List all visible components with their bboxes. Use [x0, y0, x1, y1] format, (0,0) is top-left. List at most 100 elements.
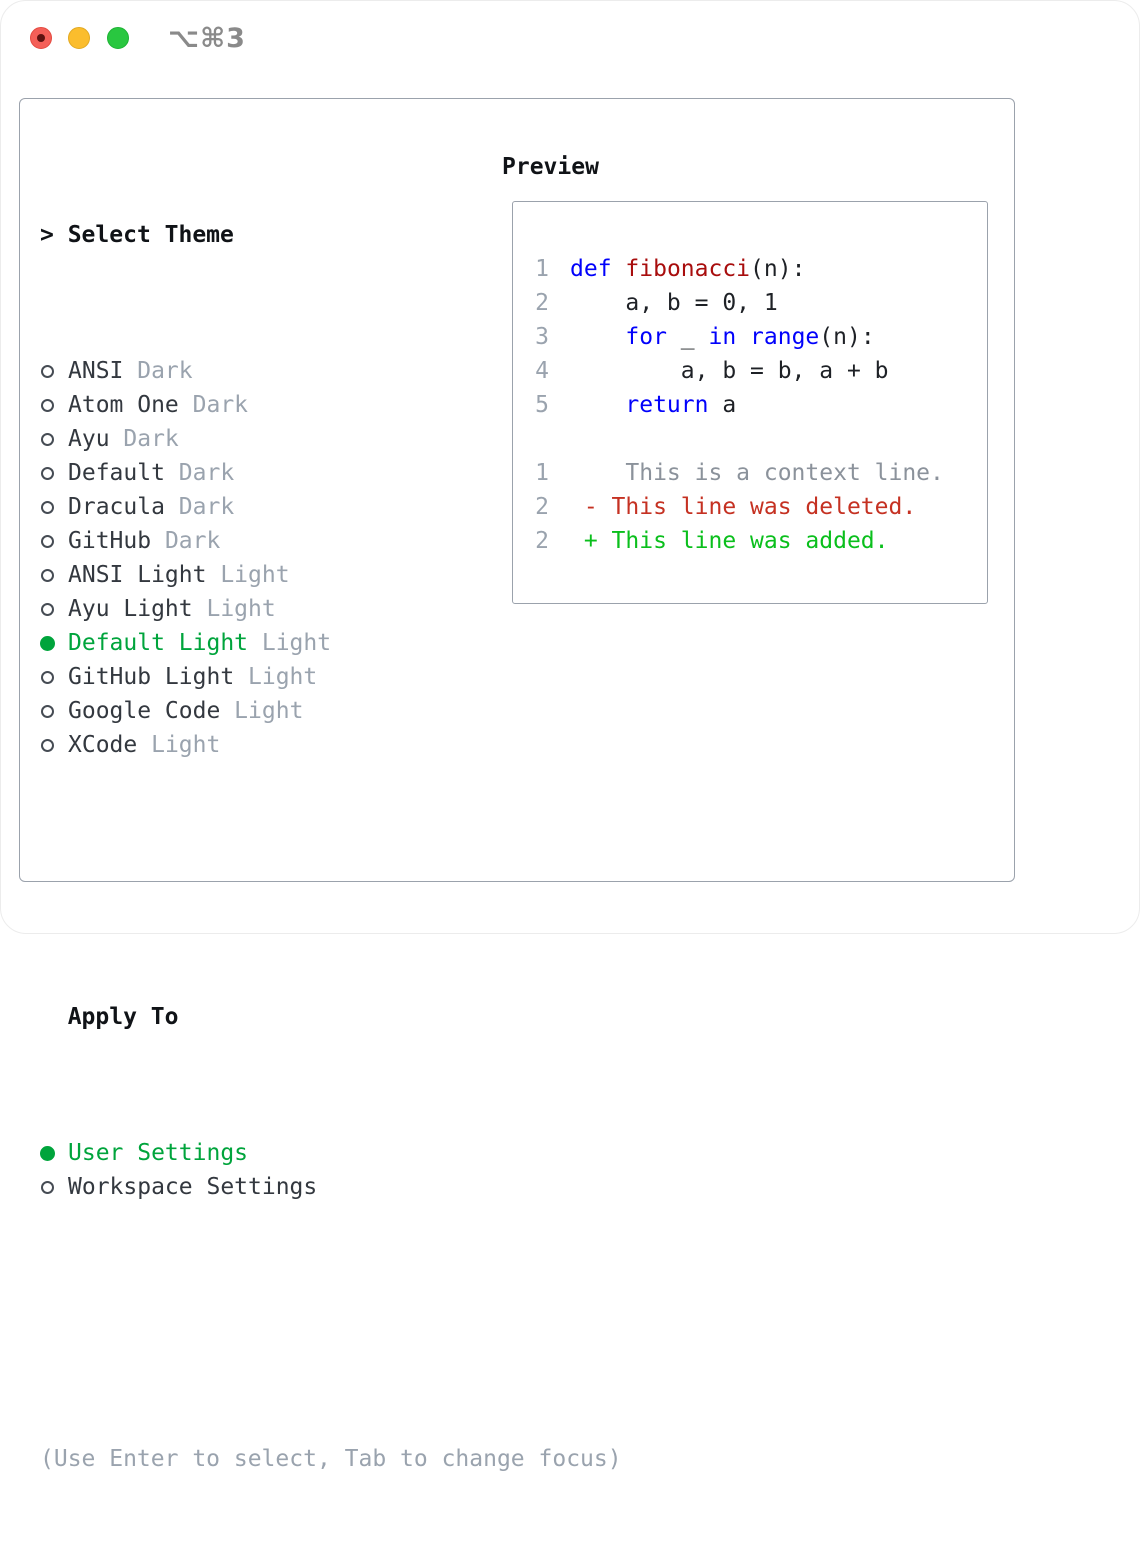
- theme-option-ansi-light[interactable]: ANSI Light Light: [40, 558, 460, 592]
- close-button[interactable]: [30, 27, 52, 49]
- theme-variant-label: Light: [206, 562, 290, 588]
- line-number: 1: [535, 256, 549, 282]
- theme-option-label: ANSI: [68, 358, 124, 384]
- theme-variant-label: Dark: [164, 460, 235, 486]
- unsaved-dot-icon: [37, 34, 45, 42]
- preview-title: Preview: [502, 154, 599, 180]
- apply-option-workspace-settings[interactable]: Workspace Settings: [40, 1170, 460, 1204]
- code-line: 5 return a: [535, 388, 987, 422]
- code-line: 4 a, b = b, a + b: [535, 354, 987, 388]
- theme-option-label: GitHub: [68, 528, 152, 554]
- spacer: [40, 864, 460, 898]
- help-text: (Use Enter to select, Tab to change focu…: [40, 1446, 622, 1472]
- select-theme-title: Select Theme: [67, 222, 234, 248]
- radio-unselected-icon: [41, 364, 54, 378]
- diff-preview: 1 This is a context line.2 - This line w…: [535, 456, 987, 558]
- theme-option-ayu[interactable]: Ayu Dark: [40, 422, 460, 456]
- theme-variant-label: Dark: [123, 358, 193, 384]
- radio-unselected-icon: [41, 738, 54, 752]
- theme-option-label: ANSI Light: [68, 562, 207, 588]
- code-text: a, b = b, a + b: [570, 358, 889, 384]
- theme-option-label: Ayu Light: [68, 596, 193, 622]
- diff-text: - This line was deleted.: [570, 494, 917, 520]
- keyboard-shortcut-label: ⌥⌘3: [168, 23, 246, 54]
- theme-variant-label: Light: [248, 630, 332, 656]
- theme-variant-label: Light: [192, 596, 276, 622]
- code-text: a, b = 0, 1: [570, 290, 778, 316]
- radio-unselected-icon: [41, 466, 54, 480]
- theme-variant-label: Light: [234, 664, 318, 690]
- focus-prompt-icon: >: [40, 222, 68, 248]
- theme-option-label: GitHub Light: [68, 664, 235, 690]
- apply-to-header: Apply To: [40, 1000, 460, 1034]
- zoom-button[interactable]: [107, 27, 129, 49]
- apply-option-label: Workspace Settings: [68, 1174, 318, 1200]
- theme-option-label: XCode: [68, 732, 138, 758]
- theme-variant-label: Dark: [109, 426, 179, 452]
- theme-option-google-code[interactable]: Google Code Light: [40, 694, 460, 728]
- radio-selected-icon: [40, 1145, 55, 1161]
- theme-option-github-light[interactable]: GitHub Light Light: [40, 660, 460, 694]
- theme-option-github[interactable]: GitHub Dark: [40, 524, 460, 558]
- apply-option-user-settings[interactable]: User Settings: [40, 1136, 460, 1170]
- radio-unselected-icon: [41, 432, 54, 446]
- theme-option-atom-one[interactable]: Atom One Dark: [40, 388, 460, 422]
- line-number: 4: [535, 358, 549, 384]
- radio-unselected-icon: [41, 1180, 54, 1194]
- radio-unselected-icon: [41, 398, 54, 412]
- theme-variant-label: Light: [137, 732, 221, 758]
- theme-variant-label: Dark: [178, 392, 249, 418]
- line-number: 1: [535, 460, 549, 486]
- code-line: 2 a, b = 0, 1: [535, 286, 987, 320]
- spacer: [535, 422, 987, 456]
- apply-to-title: Apply To: [67, 1004, 179, 1030]
- theme-variant-label: Dark: [164, 494, 235, 520]
- radio-unselected-icon: [41, 500, 54, 514]
- diff-line-context: 1 This is a context line.: [535, 456, 987, 490]
- radio-selected-icon: [40, 635, 55, 651]
- line-number: 3: [535, 324, 549, 350]
- theme-option-label: Atom One: [68, 392, 179, 418]
- theme-variant-label: Dark: [151, 528, 221, 554]
- line-number: 2: [535, 290, 549, 316]
- code-text: def fibonacci(n):: [570, 256, 806, 282]
- theme-variant-label: Light: [220, 698, 304, 724]
- radio-unselected-icon: [41, 704, 54, 718]
- titlebar: ⌥⌘3: [1, 1, 1139, 75]
- theme-option-label: Default: [68, 460, 165, 486]
- radio-unselected-icon: [41, 568, 54, 582]
- theme-option-ansi[interactable]: ANSI Dark: [40, 354, 460, 388]
- theme-option-default-light[interactable]: Default Light Light: [40, 626, 460, 660]
- theme-option-default[interactable]: Default Dark: [40, 456, 460, 490]
- theme-option-ayu-light[interactable]: Ayu Light Light: [40, 592, 460, 626]
- code-line: 3 for _ in range(n):: [535, 320, 987, 354]
- spacer: [40, 1306, 460, 1340]
- select-theme-header: > Select Theme: [40, 218, 460, 252]
- diff-text: + This line was added.: [570, 528, 889, 554]
- diff-line-deleted: 2 - This line was deleted.: [535, 490, 987, 524]
- theme-option-label: Dracula: [68, 494, 165, 520]
- line-number: 2: [535, 528, 549, 554]
- diff-text: This is a context line.: [570, 460, 944, 486]
- theme-option-label: Default Light: [68, 630, 249, 656]
- line-number: 2: [535, 494, 549, 520]
- code-text: return a: [625, 392, 737, 418]
- apply-option-label: User Settings: [68, 1140, 249, 1166]
- line-number: 5: [535, 392, 549, 418]
- theme-option-dracula[interactable]: Dracula Dark: [40, 490, 460, 524]
- radio-unselected-icon: [41, 670, 54, 684]
- diff-line-added: 2 + This line was added.: [535, 524, 987, 558]
- code-text: for _ in range(n):: [625, 324, 875, 350]
- minimize-button[interactable]: [68, 27, 90, 49]
- theme-option-xcode[interactable]: XCode Light: [40, 728, 460, 762]
- radio-unselected-icon: [41, 534, 54, 548]
- theme-option-label: Ayu: [68, 426, 110, 452]
